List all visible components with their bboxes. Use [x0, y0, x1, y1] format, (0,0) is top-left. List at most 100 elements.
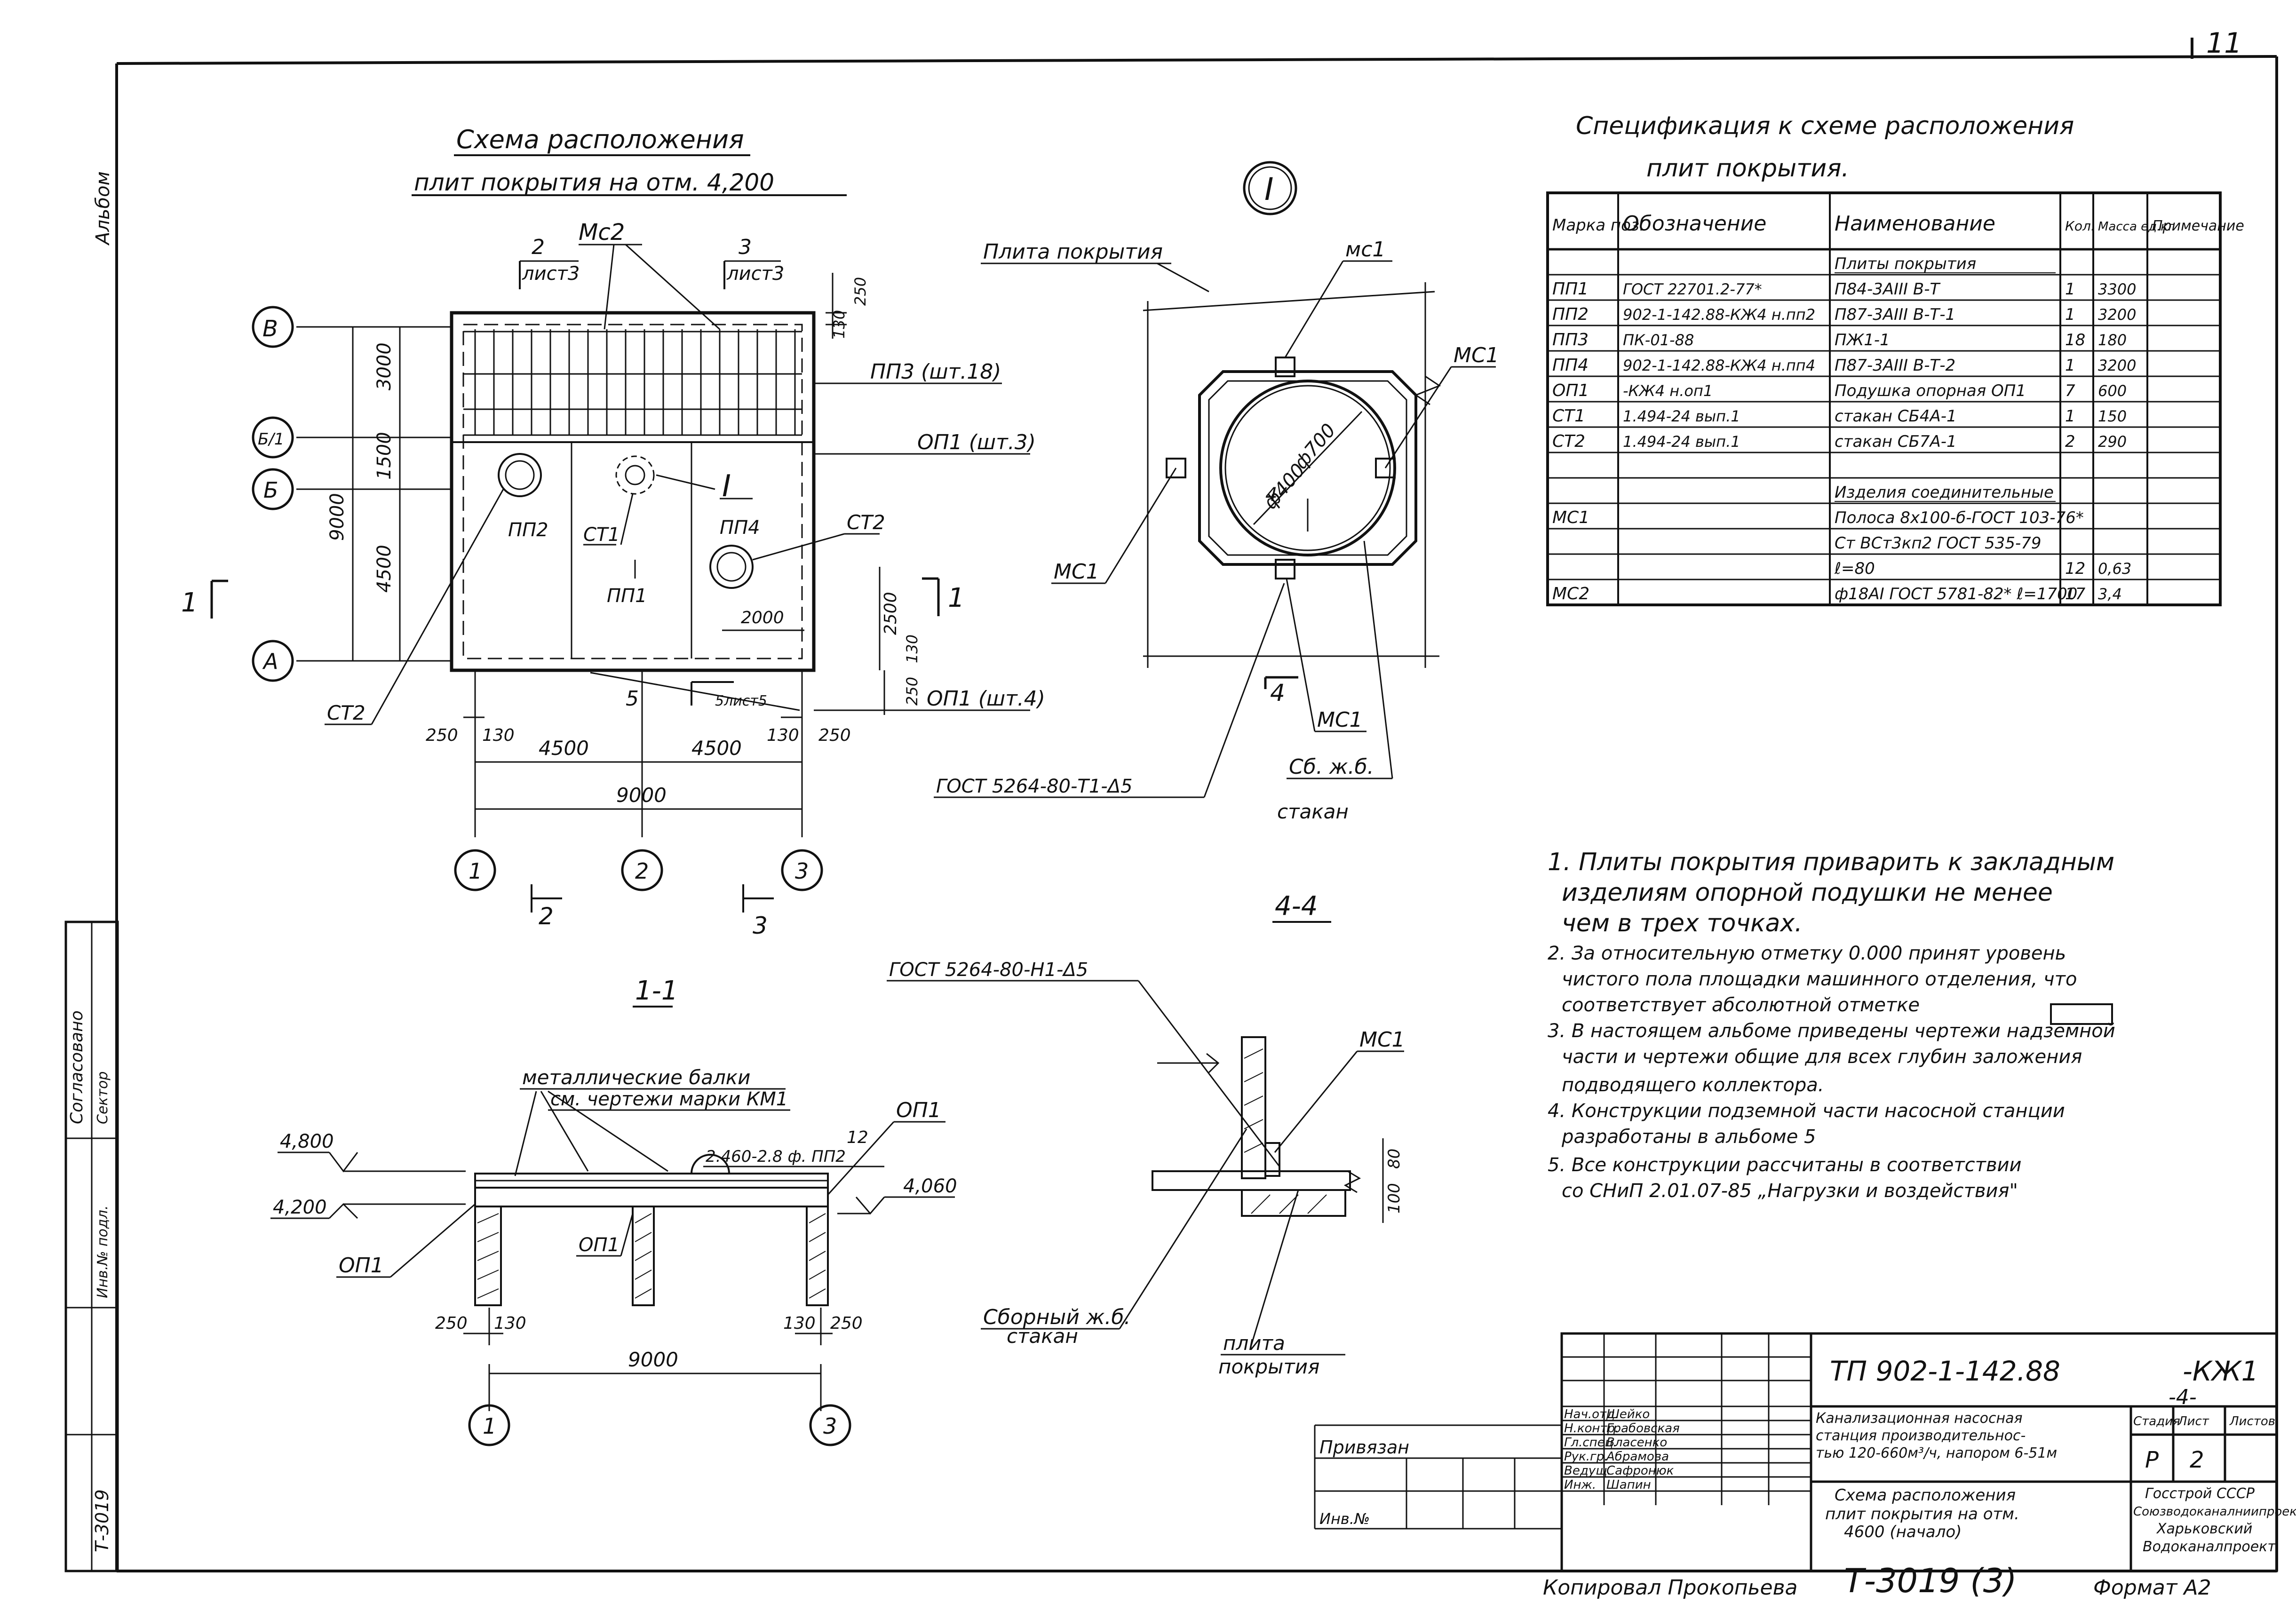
- spec-cell-r13-c0: МС2: [1552, 584, 1589, 603]
- tb-scheme-3: 4600 (начало): [1844, 1523, 1962, 1541]
- footer-stamp: Т-3019 (3): [1844, 1562, 2017, 1600]
- tb-mark: -КЖ1: [2183, 1355, 2258, 1387]
- spec-cell-r6-c4: 150: [2098, 407, 2127, 425]
- beams-label-1: металлические балки: [522, 1066, 750, 1089]
- tb-name-3: Абрамова: [1605, 1450, 1669, 1464]
- spec-header-2: Наименование: [1835, 212, 1995, 236]
- pp1-label: ПП1: [607, 585, 647, 607]
- sbornyj-label-1: Сборный ж.б.: [983, 1305, 1131, 1329]
- section2-sheet: лист3: [522, 263, 580, 285]
- tb-sheet-header: Лист: [2177, 1414, 2209, 1428]
- op1-top-label: ОП1 (шт.3): [917, 430, 1036, 454]
- elev-4200: 4,200: [273, 1197, 327, 1218]
- stakan-label: стакан: [1277, 800, 1349, 823]
- axis-B: В: [262, 316, 278, 342]
- node-label: I: [1264, 171, 1273, 207]
- spec-cell-r13-c2: ф18АI ГОСТ 5781-82* ℓ=1700: [1835, 585, 2077, 603]
- axis-Bb: Б: [263, 477, 278, 503]
- axis-B1: Б/1: [258, 430, 284, 449]
- tb-org-2: Союзводоканалниипроект: [2133, 1505, 2296, 1519]
- dim-130-vertical: 130: [903, 635, 921, 663]
- section11-title: 1-1: [635, 976, 678, 1006]
- tb-sheet: 2: [2190, 1447, 2204, 1473]
- mc2-label: Мс2: [579, 219, 625, 246]
- note-line-8: подводящего коллектора.: [1562, 1074, 1824, 1096]
- mc1-c-label: МС1: [1054, 560, 1099, 584]
- note-line-6: 3. В настоящем альбоме приведены чертежи…: [1548, 1020, 2115, 1042]
- dim-9000: 9000: [616, 784, 667, 807]
- spec-cell-r1-c1: ГОСТ 22701.2-77*: [1623, 280, 1762, 298]
- dim-130-top: 130: [830, 310, 848, 339]
- spec-cell-r4-c2: П87-3АIII В-Т-2: [1835, 356, 1955, 375]
- spec-cell-r6-c0: СТ1: [1552, 406, 1585, 426]
- spec-cell-r2-c4: 3200: [2098, 306, 2136, 324]
- dim-9000-11: 9000: [628, 1348, 678, 1371]
- spec-cell-r1-c3: 1: [2065, 280, 2075, 299]
- corner-mark: 11: [2206, 27, 2242, 60]
- tb-role-4: Ведущ.: [1564, 1464, 1611, 1478]
- op1-top-label-11: ОП1: [896, 1098, 941, 1122]
- axis-A: А: [262, 649, 278, 674]
- spec-cell-r6-c1: 1.494-24 вып.1: [1623, 407, 1740, 425]
- section3-num: 3: [739, 235, 752, 259]
- mc1-d-label: МС1: [1317, 708, 1363, 732]
- spec-cell-r3-c1: ПК-01-88: [1623, 331, 1694, 349]
- axis-bubbles: В Б/1 Б А 1 2 3: [252, 306, 823, 891]
- spec-cell-r6-c2: стакан СБ4А-1: [1835, 407, 1957, 426]
- mark-12: 12: [847, 1128, 868, 1147]
- spec-cell-r10-c2: Полоса 8х100-б-ГОСТ 103-76*: [1835, 508, 2084, 527]
- spec-cell-r0-c2: Плиты покрытия: [1835, 254, 1976, 273]
- tb-scheme-1: Схема расположения: [1835, 1486, 2016, 1505]
- tb-role-2: Гл.спец.: [1564, 1436, 1617, 1450]
- dim-250-a: 250: [426, 726, 458, 745]
- dim-100: 100: [1385, 1183, 1404, 1214]
- dim-250-b: 250: [818, 726, 851, 745]
- sheet-frame: [115, 38, 2278, 1572]
- stamp-agreed: Согласовано: [67, 1010, 87, 1124]
- spec-cell-r4-c0: ПП4: [1552, 356, 1589, 375]
- spec-cell-r7-c3: 2: [2065, 432, 2075, 451]
- pp4-label: ПП4: [720, 517, 760, 539]
- axis-1-11: 1: [483, 1413, 496, 1439]
- pp3-label: ПП3 (шт.18): [870, 360, 1001, 384]
- footer-copied: Копировал Прокопьева: [1543, 1576, 1797, 1600]
- stamp-sector: Сектор: [95, 1071, 111, 1124]
- spec-header-1: Обозначение: [1623, 212, 1766, 236]
- note-line-7: части и чертежи общие для всех глубин за…: [1562, 1046, 2082, 1068]
- spec-cell-r13-c4: 3,4: [2098, 585, 2122, 603]
- spec-cell-r3-c2: ПЖ1-1: [1835, 331, 1890, 349]
- spec-cell-r6-c3: 1: [2065, 407, 2075, 426]
- tb-name-0: Шейко: [1606, 1407, 1650, 1421]
- dim-250-a-11: 250: [435, 1314, 468, 1333]
- tb-name-5: Шапин: [1606, 1478, 1651, 1492]
- section5-sheet: 5лист5: [715, 693, 767, 709]
- tb-desc-1: Канализационная насосная: [1816, 1410, 2023, 1427]
- dim-130-a-11: 130: [494, 1314, 526, 1333]
- spec-cell-r5-c3: 7: [2065, 381, 2075, 400]
- ct1-label: СТ1: [583, 524, 620, 546]
- ct2-right-label: СТ2: [847, 511, 885, 534]
- spec-cell-r5-c4: 600: [2098, 382, 2127, 400]
- tb-role-0: Нач.отд.: [1564, 1407, 1619, 1421]
- spec-cell-r3-c4: 180: [2098, 331, 2127, 349]
- spec-cell-r12-c4: 0,63: [2098, 560, 2131, 578]
- cut-2: 2: [539, 903, 554, 930]
- op1-bottom-label: ОП1 (шт.4): [927, 687, 1045, 711]
- spec-cell-r4-c4: 3200: [2098, 357, 2136, 374]
- tb-code: ТП 902-1-142.88: [1830, 1355, 2060, 1387]
- spec-cell-r7-c1: 1.494-24 вып.1: [1623, 433, 1740, 451]
- left-stamp: Согласовано Сектор Инв.№ подл. Т-3019: [64, 921, 119, 1572]
- dim-80: 80: [1385, 1149, 1404, 1169]
- section44-mc1: МС1: [1359, 1028, 1405, 1052]
- spec-cell-r10-c0: МС1: [1552, 508, 1589, 527]
- dim-130-a: 130: [482, 726, 515, 745]
- note-line-3: 2. За относительную отметку 0.000 принят…: [1548, 943, 2066, 964]
- dim-4500-b: 4500: [691, 737, 742, 760]
- dim-4500-a: 4500: [539, 737, 589, 760]
- section-4-4-view: 4-4 ГОСТ 5264-80-Н1-Δ5 МС1 80 100 Сборны…: [887, 891, 1405, 1378]
- spec-header-4: Масса ед.кг: [2098, 220, 2175, 234]
- specification: Спецификация к схеме расположения плит п…: [1546, 112, 2244, 606]
- pp2-label: ПП2: [508, 519, 548, 541]
- sbzb-label: Сб. ж.б.: [1289, 755, 1374, 779]
